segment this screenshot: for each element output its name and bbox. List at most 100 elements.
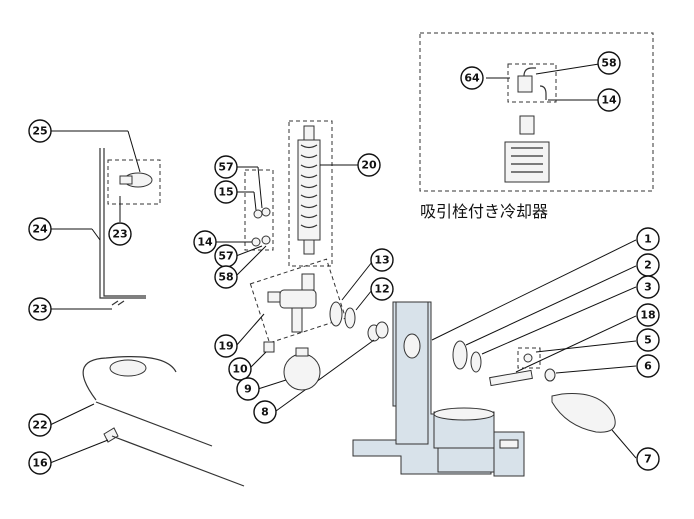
- duct-top-port: [301, 273, 315, 291]
- flask-9-group: [249, 341, 321, 391]
- callout-57-bottom: 57: [214, 244, 238, 268]
- inset-condenser-neck: [519, 115, 535, 135]
- svg-text:15: 15: [218, 186, 233, 199]
- svg-text:25: 25: [32, 125, 47, 138]
- inset-cock-nozzle: [539, 85, 547, 100]
- leader-6: [555, 365, 637, 374]
- leader-22: [49, 403, 95, 426]
- callout-2: 2: [636, 253, 660, 277]
- svg-text:20: 20: [361, 159, 377, 172]
- callout-7: 7: [636, 447, 660, 471]
- callout-5: 5: [636, 328, 660, 352]
- callout-20: 20: [357, 153, 381, 177]
- clip-10: [263, 341, 275, 353]
- duct-body: [279, 289, 317, 309]
- callout-1: 1: [636, 227, 660, 251]
- leader-18: [515, 315, 637, 373]
- callout-15: 15: [214, 180, 238, 204]
- svg-text:5: 5: [644, 334, 652, 347]
- tube-22-hose: [82, 356, 177, 401]
- duct-left-port: [267, 291, 281, 303]
- callout-13: 13: [370, 248, 394, 272]
- svg-text:14: 14: [601, 94, 617, 107]
- callout-18: 18: [636, 303, 660, 327]
- svg-text:2: 2: [644, 259, 652, 272]
- svg-text:24: 24: [32, 223, 48, 236]
- fittings-group: [244, 169, 274, 251]
- svg-text:14: 14: [197, 236, 213, 249]
- condenser-assembly: [216, 120, 358, 277]
- leader-1: [431, 239, 637, 341]
- svg-text:8: 8: [261, 406, 269, 419]
- clip-5-group: [517, 347, 541, 369]
- svg-text:3: 3: [644, 281, 652, 294]
- part-3: [470, 351, 482, 373]
- clamp-group: [107, 159, 161, 205]
- control-panel: [493, 431, 525, 477]
- callout-8: 8: [253, 400, 277, 424]
- leader-2: [465, 265, 637, 346]
- leader-25: [127, 130, 141, 173]
- rotor-shaft-18: [489, 369, 533, 387]
- svg-text:7: 7: [644, 453, 652, 466]
- svg-text:12: 12: [374, 283, 389, 296]
- leader-10: [249, 351, 267, 369]
- nut-6: [544, 368, 556, 382]
- callout-58-inset: 58: [597, 51, 621, 75]
- callout-58-main: 58: [214, 265, 238, 289]
- leader-58b: [235, 245, 267, 277]
- ring-12: [344, 307, 356, 329]
- leader-8: [275, 339, 375, 412]
- inset-border: [419, 32, 654, 192]
- main-unit: [352, 301, 525, 477]
- svg-text:18: 18: [640, 309, 655, 322]
- unit-column: [395, 301, 429, 445]
- inset-cock-group: [507, 63, 557, 103]
- stand-rod: [99, 148, 146, 299]
- callouts: 64 58 14 25 57 20 15 23 24 14 57 58 13 1…: [28, 51, 660, 475]
- condenser-coil: [300, 144, 318, 229]
- bath-base: [437, 447, 495, 473]
- svg-text:6: 6: [644, 360, 652, 373]
- clip-5: [523, 353, 533, 363]
- svg-text:10: 10: [232, 363, 248, 376]
- rotor-parts: [431, 239, 637, 459]
- svg-text:9: 9: [244, 383, 252, 396]
- evaporating-flask-7: [551, 392, 616, 433]
- control-display: [499, 439, 519, 449]
- inset-caption: 吸引栓付き冷却器: [420, 202, 548, 221]
- callout-3: 3: [636, 275, 660, 299]
- duct-bottom-port: [291, 307, 303, 333]
- callout-9: 9: [236, 377, 260, 401]
- leader-13: [341, 261, 373, 301]
- part-2: [452, 340, 468, 370]
- seal-13: [329, 301, 343, 327]
- callout-57-top: 57: [214, 155, 238, 179]
- vapor-duct-assembly: [235, 258, 389, 412]
- clamp-screw: [119, 175, 133, 185]
- duct-group: [249, 258, 347, 344]
- callout-23-bottom: 23: [28, 297, 52, 321]
- unit-motor-port: [403, 333, 421, 359]
- callout-22: 22: [28, 413, 52, 437]
- tube-22-coil: [109, 359, 147, 377]
- tubes-group: [49, 356, 245, 487]
- leader-24: [91, 228, 101, 241]
- svg-text:57: 57: [218, 250, 233, 263]
- leader-57b: [235, 245, 263, 257]
- callout-23-clamp: 23: [108, 222, 132, 246]
- svg-text:58: 58: [601, 57, 616, 70]
- leader-12: [355, 289, 373, 311]
- condenser-top-neck: [303, 125, 315, 141]
- condenser-group: [288, 120, 333, 267]
- callout-6: 6: [636, 354, 660, 378]
- svg-text:58: 58: [218, 271, 233, 284]
- leader-5: [535, 340, 637, 353]
- callout-64: 64: [460, 66, 484, 90]
- water-bath-top: [433, 407, 495, 421]
- callout-19: 19: [214, 334, 238, 358]
- leader-7: [611, 429, 637, 459]
- svg-text:22: 22: [32, 419, 47, 432]
- leader-19: [235, 313, 265, 347]
